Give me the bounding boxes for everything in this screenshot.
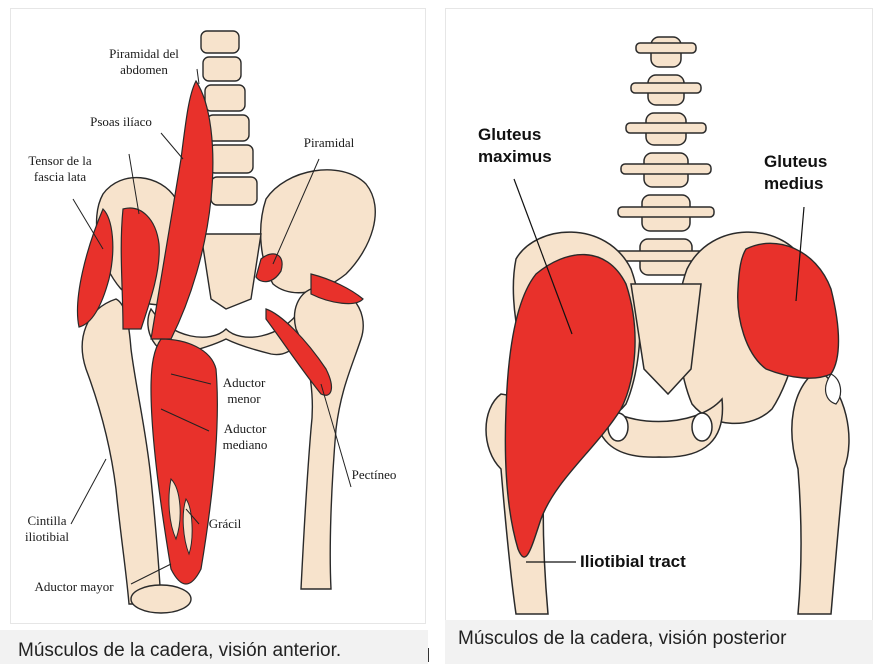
label-cintilla-iliotibial: Cintilla iliotibial — [15, 513, 79, 545]
label-psoas: Psoas ilíaco — [71, 114, 171, 130]
label-gluteus-medius: Gluteus medius — [764, 151, 827, 195]
right-femur — [294, 287, 363, 589]
label-piramidal-abdomen: Piramidal del abdomen — [89, 46, 199, 78]
caption-posterior: Músculos de la cadera, visión posterior — [458, 628, 786, 650]
vertebra — [207, 115, 249, 141]
adductor-group-muscle — [151, 339, 217, 584]
iliacus-muscle — [121, 208, 159, 329]
anterior-view-figure: Piramidal del abdomen Psoas ilíaco Tenso… — [10, 8, 426, 624]
left-femur — [82, 299, 161, 604]
label-aductor-menor: Aductor menor — [209, 375, 279, 407]
label-aductor-mediano: Aductor mediano — [205, 421, 285, 453]
posterior-hip-illustration — [446, 9, 872, 623]
vertebra — [209, 145, 253, 173]
sacrum — [201, 234, 261, 309]
label-iliotibial-tract: Iliotibial tract — [580, 551, 686, 573]
text-cursor — [428, 648, 429, 662]
gluteus-maximus-muscle — [505, 255, 635, 557]
vertebra — [211, 177, 257, 205]
vertebra — [205, 85, 245, 111]
left-knee — [131, 585, 191, 613]
vertebra — [201, 31, 239, 53]
label-aductor-mayor: Aductor mayor — [15, 579, 133, 595]
label-piramidal: Piramidal — [289, 135, 369, 151]
label-pectineo: Pectíneo — [339, 467, 409, 483]
vertebra — [203, 57, 241, 81]
posterior-view-figure: Gluteus maximus Gluteus medius Iliotibia… — [445, 8, 873, 624]
caption-anterior: Músculos de la cadera, visión anterior. — [18, 640, 341, 662]
label-gracil: Grácil — [195, 516, 255, 532]
label-tensor-fascia: Tensor de la fascia lata — [15, 153, 105, 185]
label-gluteus-maximus: Gluteus maximus — [478, 124, 552, 168]
